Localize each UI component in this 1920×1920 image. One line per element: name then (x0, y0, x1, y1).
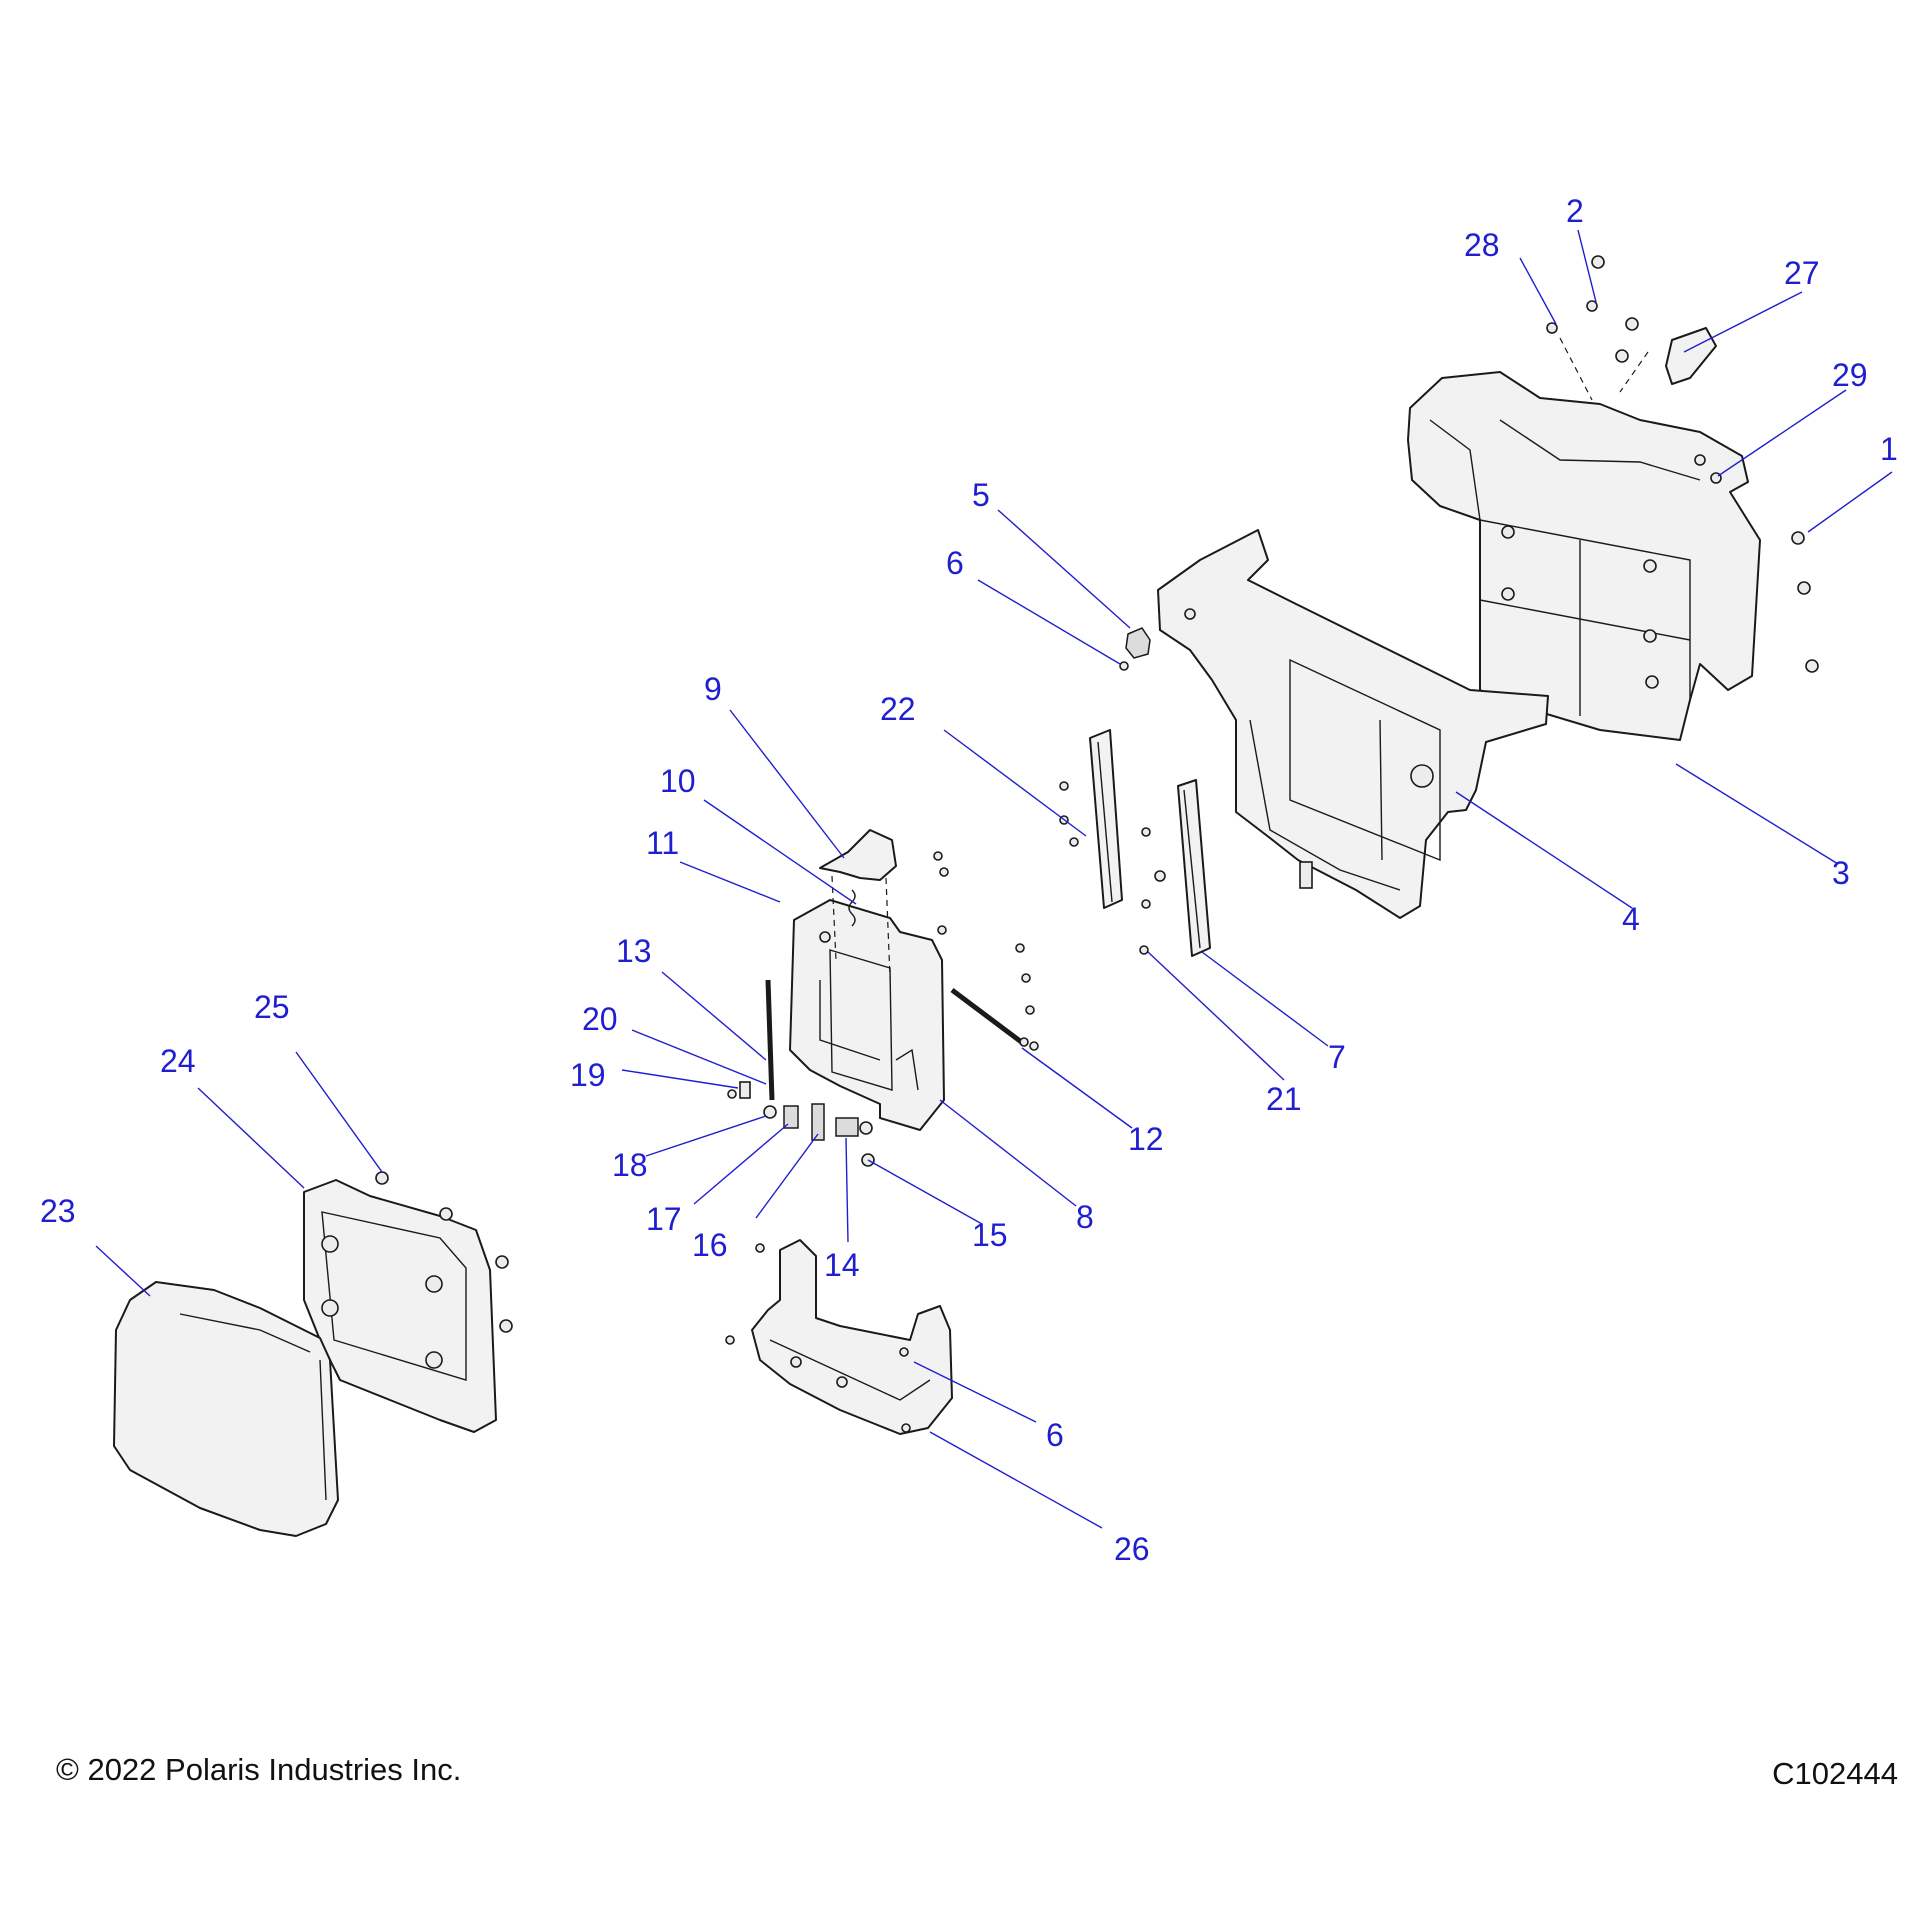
part-latch-hardware (739, 1081, 875, 1167)
part-rod-13 (765, 979, 775, 1101)
figure-id: C102444 (1772, 1756, 1898, 1791)
part-screw-6 (1119, 661, 1129, 671)
leader-lines (95, 229, 1893, 1529)
callout-8: 8 (1076, 1199, 1094, 1235)
callout-5: 5 (972, 477, 990, 513)
callout-1: 1 (1880, 431, 1898, 467)
callout-11: 11 (646, 825, 679, 861)
part-bumper-5 (1125, 627, 1151, 659)
callout-6a: 6 (946, 545, 964, 581)
callout-18: 18 (612, 1147, 648, 1183)
part-cushion (113, 1281, 339, 1537)
callout-26: 26 (1114, 1531, 1150, 1567)
callout-3: 3 (1832, 855, 1850, 891)
callout-28: 28 (1464, 227, 1500, 263)
callout-6b: 6 (1046, 1417, 1064, 1453)
callout-2: 2 (1566, 193, 1584, 229)
copyright-text: © 2022 Polaris Industries Inc. (56, 1752, 462, 1787)
callout-24: 24 (160, 1043, 196, 1079)
callout-29: 29 (1832, 357, 1868, 393)
callout-27: 27 (1784, 255, 1820, 291)
part-lower-bracket (751, 1239, 953, 1435)
callout-25: 25 (254, 989, 290, 1025)
callout-22: 22 (880, 691, 916, 727)
callout-20: 20 (582, 1001, 618, 1037)
part-rod-12 (950, 988, 1026, 1046)
part-hinge-cover (819, 829, 897, 881)
callout-7: 7 (1328, 1039, 1346, 1075)
callout-13: 13 (616, 933, 652, 969)
part-seat-back-frame (1407, 337, 1761, 741)
part-seat-back-panel (1157, 529, 1549, 919)
callout-19: 19 (570, 1057, 606, 1093)
callout-17: 17 (646, 1201, 682, 1237)
part-strap-bracket (1665, 327, 1717, 385)
part-strip-7 (1177, 779, 1211, 957)
callout-23: 23 (40, 1193, 76, 1229)
callout-9: 9 (704, 671, 722, 707)
callout-10: 10 (660, 763, 696, 799)
part-strip-22 (1089, 729, 1123, 909)
callout-4: 4 (1622, 901, 1640, 937)
callout-21: 21 (1266, 1081, 1302, 1117)
part-spring-10 (848, 889, 856, 927)
callout-labels: 1 2 3 4 5 6 6 7 8 9 10 11 12 13 14 15 16… (40, 193, 1898, 1567)
callout-12: 12 (1128, 1121, 1164, 1157)
part-latch-plate (789, 899, 945, 1131)
callout-16: 16 (692, 1227, 728, 1263)
callout-15: 15 (972, 1217, 1008, 1253)
fasteners (375, 255, 1819, 1433)
callout-14: 14 (824, 1247, 860, 1283)
